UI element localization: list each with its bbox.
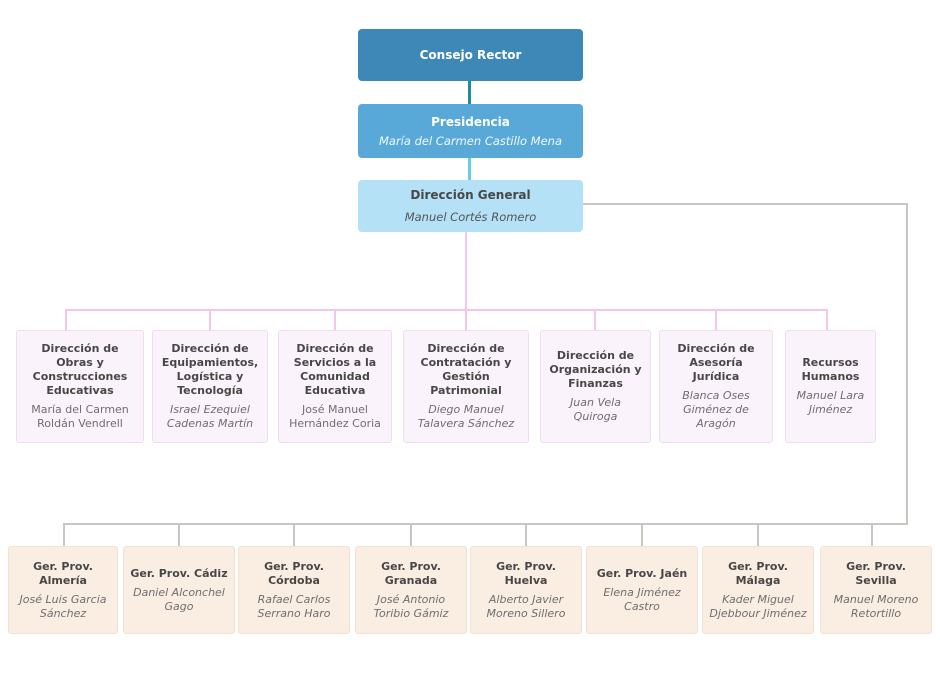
connector-stub (410, 523, 412, 547)
connector-consejo-presidencia (468, 81, 471, 104)
node-direccion-asesoria: Dirección de Asesoría Jurídica Blanca Os… (659, 330, 773, 443)
node-person: Rafael Carlos Serrano Haro (257, 592, 331, 620)
node-person: Daniel Alconchel Gago (133, 585, 225, 613)
connector-stub (178, 523, 180, 547)
node-person: Manuel Moreno Retortillo (833, 592, 919, 620)
connector-stub (871, 523, 873, 547)
connector-stub (63, 523, 65, 547)
node-title: Ger. Prov. Málaga (728, 559, 788, 587)
connector-presidencia-direccion (468, 157, 471, 180)
node-person: José Luis Garcia Sánchez (19, 592, 107, 620)
connector-stub (641, 523, 643, 547)
node-gerencia-sevilla: Ger. Prov. Sevilla Manuel Moreno Retorti… (820, 546, 932, 634)
node-title: Dirección de Servicios a la Comunidad Ed… (293, 342, 377, 397)
node-recursos-humanos: Recursos Humanos Manuel Lara Jiménez (785, 330, 876, 443)
node-person: Manuel Lara Jiménez (796, 389, 865, 416)
node-presidencia: Presidencia María del Carmen Castillo Me… (358, 104, 583, 158)
connector-provincial-top (583, 203, 908, 205)
connector-stub (334, 309, 336, 331)
connector-stub (594, 309, 596, 331)
node-person: Alberto Javier Moreno Sillero (486, 592, 566, 620)
node-person: María del Carmen Castillo Mena (378, 133, 563, 148)
node-title: Consejo Rector (419, 48, 522, 62)
node-direccion-obras: Dirección de Obras y Construcciones Educ… (16, 330, 144, 443)
node-gerencia-granada: Ger. Prov. Granada José Antonio Toribio … (355, 546, 467, 634)
node-gerencia-huelva: Ger. Prov. Huelva Alberto Javier Moreno … (470, 546, 582, 634)
node-title: Dirección de Asesoría Jurídica (677, 342, 755, 383)
node-person: Kader Miguel Djebbour Jiménez (709, 592, 807, 620)
node-person: Israel Ezequiel Cadenas Martín (166, 403, 254, 430)
node-person: Elena Jiménez Castro (603, 585, 681, 613)
node-title: Presidencia (431, 114, 510, 129)
connector-stub (757, 523, 759, 547)
connector-stub (715, 309, 717, 331)
connector-stub (293, 523, 295, 547)
node-title: Ger. Prov. Huelva (496, 559, 556, 587)
node-title: Ger. Prov. Almería (33, 559, 93, 587)
node-title: Recursos Humanos (801, 356, 860, 383)
connector-stub (525, 523, 527, 547)
connector-stub (465, 309, 467, 331)
node-title: Dirección de Obras y Construcciones Educ… (32, 342, 128, 397)
connector-provincial-vertical (906, 203, 908, 525)
connector-directions-horizontal (65, 309, 828, 311)
node-person: María del Carmen Roldán Vendrell (31, 403, 129, 430)
node-title: Ger. Prov. Córdoba (264, 559, 324, 587)
node-gerencia-jaen: Ger. Prov. Jaén Elena Jiménez Castro (586, 546, 698, 634)
node-direccion-general: Dirección General Manuel Cortés Romero (358, 180, 583, 232)
node-title: Dirección de Contratación y Gestión Patr… (420, 342, 512, 397)
node-person: Juan Vela Quiroga (570, 396, 621, 423)
connector-stub (826, 309, 828, 331)
node-person: Manuel Cortés Romero (404, 210, 537, 224)
node-gerencia-malaga: Ger. Prov. Málaga Kader Miguel Djebbour … (702, 546, 814, 634)
node-direccion-organizacion: Dirección de Organización y Finanzas Jua… (540, 330, 651, 443)
node-person: José Manuel Hernández Coria (289, 403, 381, 430)
node-direccion-equipamientos: Dirección de Equipamientos, Logística y … (152, 330, 268, 443)
node-consejo-rector: Consejo Rector (358, 29, 583, 81)
node-gerencia-almeria: Ger. Prov. Almería José Luis Garcia Sánc… (8, 546, 118, 634)
node-title: Ger. Prov. Sevilla (846, 559, 906, 587)
node-gerencia-cordoba: Ger. Prov. Córdoba Rafael Carlos Serrano… (238, 546, 350, 634)
node-gerencia-cadiz: Ger. Prov. Cádiz Daniel Alconchel Gago (123, 546, 235, 634)
connector-directions-vertical (465, 231, 467, 311)
connector-provincial-horizontal (63, 523, 908, 525)
connector-stub (65, 309, 67, 331)
node-title: Ger. Prov. Jaén (596, 566, 688, 580)
node-person: Blanca Oses Giménez de Aragón (682, 389, 750, 430)
node-title: Ger. Prov. Granada (381, 559, 441, 587)
node-title: Dirección de Organización y Finanzas (549, 349, 642, 390)
node-person: José Antonio Toribio Gámiz (373, 592, 449, 620)
node-direccion-servicios: Dirección de Servicios a la Comunidad Ed… (278, 330, 392, 443)
node-title: Dirección de Equipamientos, Logística y … (161, 342, 259, 397)
node-person: Diego Manuel Talavera Sánchez (417, 403, 515, 430)
connector-stub (209, 309, 211, 331)
node-title: Ger. Prov. Cádiz (130, 566, 228, 580)
node-direccion-contratacion: Dirección de Contratación y Gestión Patr… (403, 330, 529, 443)
node-title: Dirección General (410, 188, 531, 202)
